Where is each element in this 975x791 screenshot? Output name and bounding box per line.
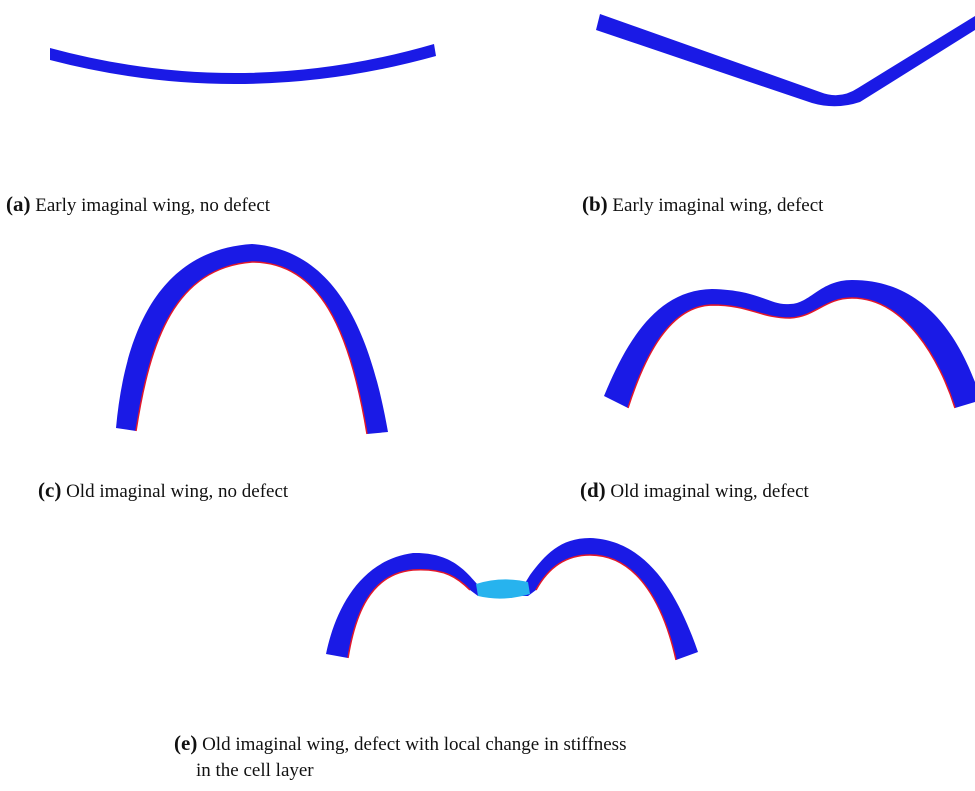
panel-e-caption-line2: in the cell layer (196, 760, 314, 781)
panel-e-defect-region (476, 579, 530, 599)
panel-b-letter: (b) (582, 192, 608, 216)
panel-b-caption-text: Early imaginal wing, defect (612, 195, 824, 216)
panel-c-caption: (c) Old imaginal wing, no defect (38, 477, 288, 505)
panel-d-letter: (d) (580, 478, 606, 502)
panel-c-letter: (c) (38, 478, 62, 502)
panel-a-letter: (a) (6, 192, 31, 216)
panel-a-caption-text: Early imaginal wing, no defect (35, 195, 271, 216)
panel-e-caption-line1: Old imaginal wing, defect with local cha… (202, 734, 627, 755)
panel-e-wing-shape (326, 538, 698, 660)
panel-e-letter: (e) (174, 731, 198, 755)
panel-c-inner-edge (135, 261, 368, 435)
panel-a-caption: (a) Early imaginal wing, no defect (6, 191, 270, 219)
panel-a-wing-shape (50, 44, 436, 85)
panel-c-wing-shape (116, 244, 388, 434)
panel-c-caption-text: Old imaginal wing, no defect (66, 481, 289, 502)
panel-e-inner-edge (347, 554, 677, 661)
panel-e-caption: (e) Old imaginal wing, defect with local… (174, 730, 626, 784)
panel-b-caption: (b) Early imaginal wing, defect (582, 191, 823, 219)
panel-b-wing-shape (596, 14, 975, 107)
panel-d-wing-shape (604, 280, 975, 408)
panel-d-inner-edge (627, 297, 956, 409)
panel-d-caption-text: Old imaginal wing, defect (610, 481, 809, 502)
panel-d-caption: (d) Old imaginal wing, defect (580, 477, 809, 505)
